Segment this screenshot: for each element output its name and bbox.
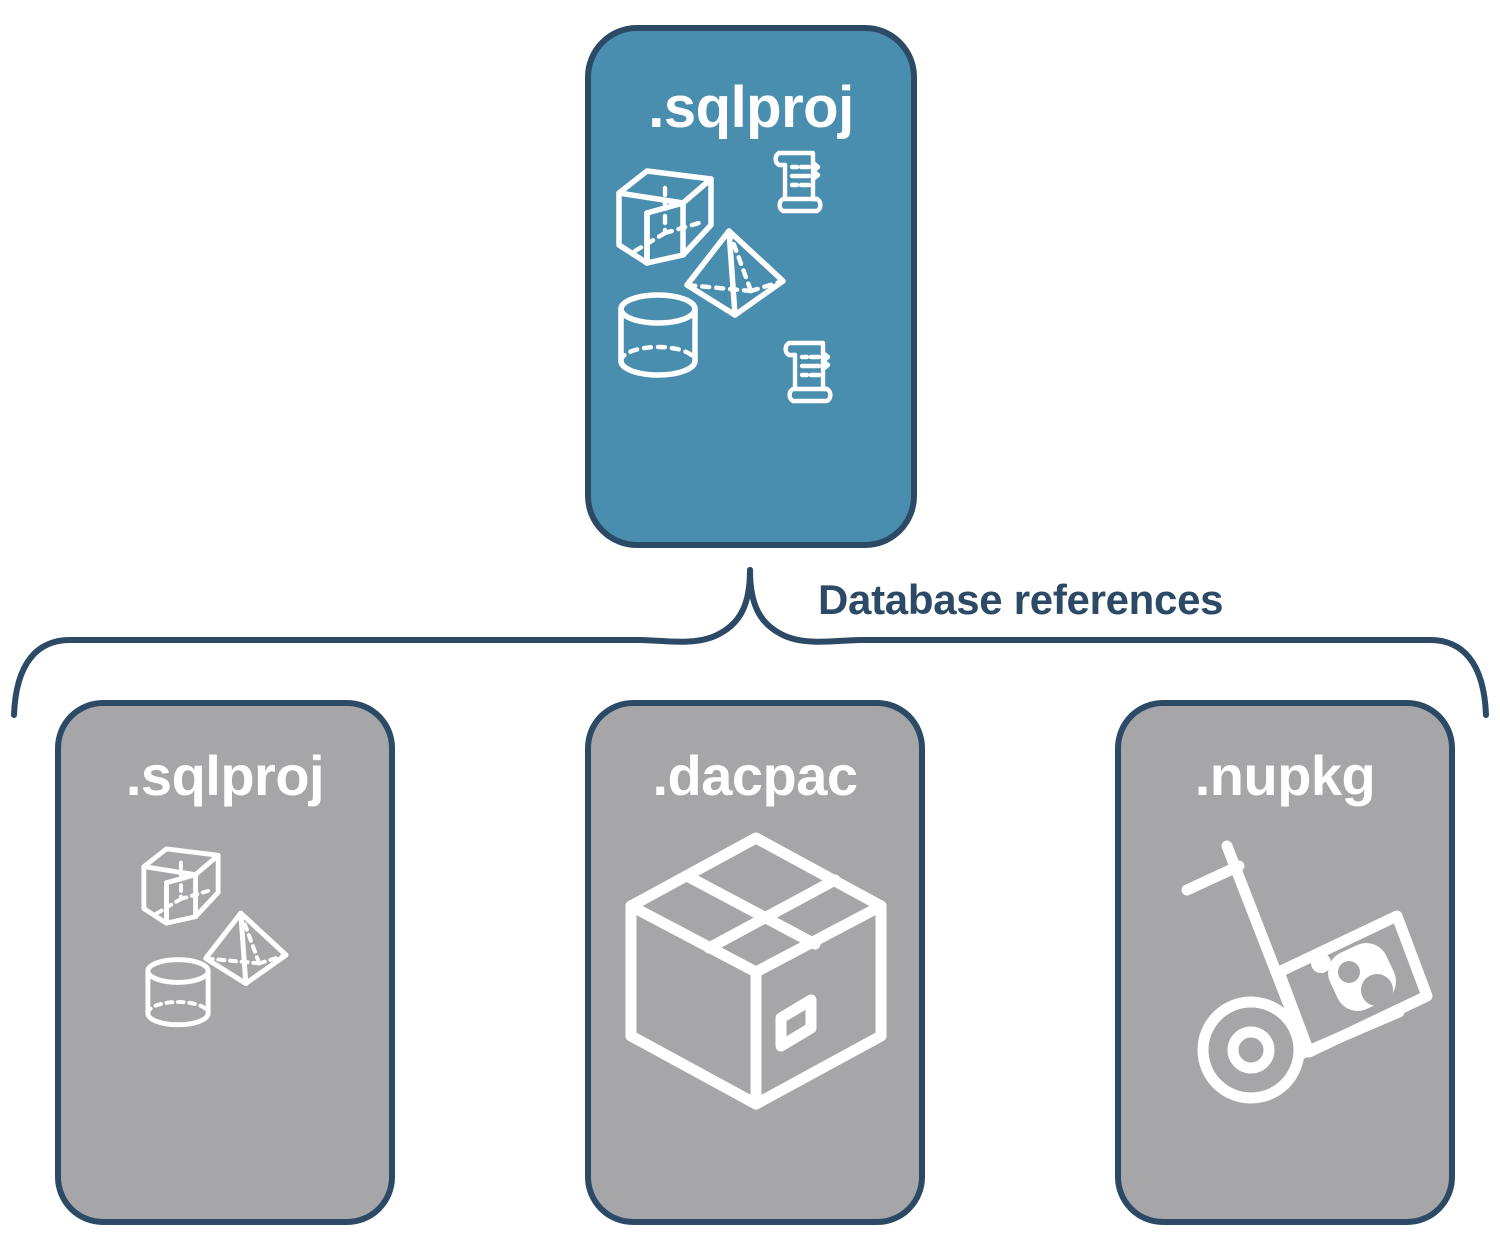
wireframe-cube-icon: [616, 168, 714, 266]
card-reference-nupkg[interactable]: .nupkg: [1115, 700, 1455, 1225]
database-references-bracket: [11, 567, 1489, 718]
icon-cluster-nupkg: [1121, 804, 1449, 1219]
card-reference-dacpac[interactable]: .dacpac: [585, 700, 925, 1225]
card-title: .sqlproj: [648, 75, 854, 140]
bracket-label: Database references: [818, 576, 1224, 623]
wireframe-pyramid-icon: [203, 910, 289, 986]
card-title: .dacpac: [652, 744, 858, 807]
icon-cluster-sqlproj-ref: [61, 804, 389, 1219]
card-sqlproj-root[interactable]: .sqlproj: [585, 25, 917, 548]
shipping-box-icon: [625, 832, 887, 1110]
icon-cluster-sqlproj-root: [591, 137, 911, 542]
card-reference-sqlproj[interactable]: .sqlproj: [55, 700, 395, 1225]
script-scroll-icon: [783, 340, 833, 404]
wireframe-cube-icon: [141, 846, 221, 926]
icon-cluster-dacpac: [591, 804, 919, 1219]
wireframe-cylinder-icon: [618, 292, 698, 378]
card-title: .nupkg: [1194, 744, 1376, 807]
wireframe-cylinder-icon: [145, 957, 211, 1028]
script-scroll-icon: [773, 150, 823, 214]
card-title: .sqlproj: [125, 744, 325, 807]
wireframe-pyramid-icon: [684, 228, 786, 318]
nuget-package-icon: [1273, 910, 1433, 1058]
